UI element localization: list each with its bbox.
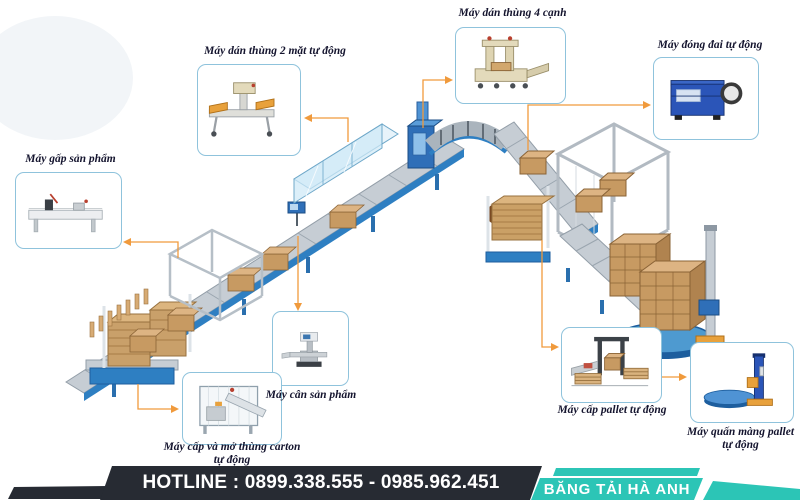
checkweigher-icon (281, 332, 327, 367)
callout-strapping (653, 57, 759, 140)
product-folding-machine-icon (28, 193, 103, 233)
brand-banner: BĂNG TẢI HÀ ANH (531, 478, 703, 500)
hotline-banner: HOTLINE : 0899.338.555 - 0985.962.451 (100, 466, 542, 500)
callout-label-pallet-dispenser: Máy cấp pallet tự động (557, 404, 667, 416)
pallet-dispenser-icon (570, 337, 649, 387)
right-conveyor-upper (486, 121, 599, 244)
brand-accent-bar (553, 468, 700, 476)
callout-label-strapping: Máy đóng đai tự động (657, 39, 763, 51)
callout-label-tape-2-sides: Máy dán thùng 2 mặt tự động (204, 45, 346, 57)
hotline-text: HOTLINE : 0899.338.555 - 0985.962.451 (142, 472, 500, 493)
two-side-case-sealer-icon (209, 82, 275, 137)
four-side-case-sealer-icon (474, 36, 549, 89)
inline-checkweigher-display (287, 201, 306, 226)
callout-pallet-dispenser (561, 327, 662, 403)
callout-tape-4-sides (455, 27, 566, 104)
callout-tape-2-sides (197, 64, 301, 156)
pallet-wrapper-icon (703, 352, 773, 408)
wrapper-mast (695, 225, 725, 345)
callout-label-product-folder: Máy gấp sản phẩm (25, 153, 116, 165)
cartons-in-palletizer (574, 172, 636, 213)
callout-label-pallet-wrapper: Máy quấn màng pallet tự động (686, 426, 795, 451)
gantry-frame (167, 228, 265, 322)
carton-erector-icon (199, 385, 267, 434)
pallet-magazine (485, 186, 556, 263)
callout-label-checkweigher: Máy cân sản phẩm (265, 389, 357, 401)
shrink-tunnel (293, 123, 399, 204)
callout-product-folder (15, 172, 122, 249)
upright-blanks (89, 288, 149, 338)
watermark-swoosh (0, 16, 133, 140)
footer-left-accent (8, 486, 108, 499)
callout-carton-erector (182, 372, 282, 445)
callout-pallet-wrapper (690, 342, 794, 423)
carton-infeed-area (85, 288, 198, 385)
callout-label-carton-erector: Máy cấp và mở thùng carton tự động (163, 441, 301, 466)
callout-label-tape-4-sides: Máy dán thùng 4 cạnh (458, 7, 567, 19)
callout-checkweigher (272, 311, 349, 386)
strapping-machine-icon (670, 79, 743, 120)
brand-text: BĂNG TẢI HÀ ANH (543, 480, 691, 498)
